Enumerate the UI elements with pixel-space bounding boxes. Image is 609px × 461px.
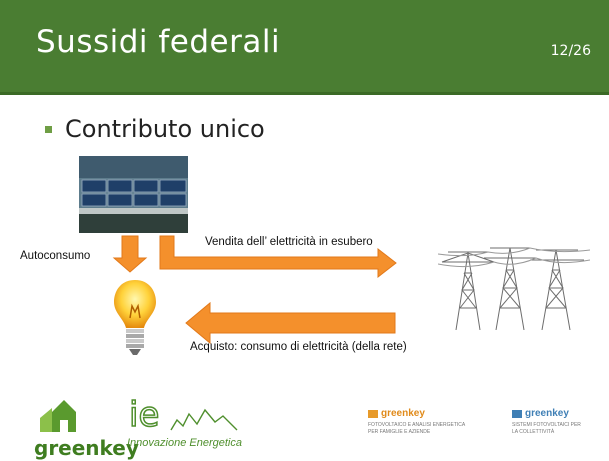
innovazione-energetica-logo: ie Innovazione Energetica bbox=[127, 394, 247, 452]
bullet-square-icon bbox=[45, 125, 52, 133]
slide-title: Sussidi federali bbox=[36, 24, 281, 60]
light-bulb-icon bbox=[112, 278, 158, 358]
greenkey-small-1-name: greenkey bbox=[381, 408, 425, 419]
greenkey-logo: greenkey bbox=[34, 394, 139, 458]
label-autoconsumo: Autoconsumo bbox=[20, 250, 91, 262]
bullet-item: Contributo unico bbox=[45, 115, 265, 143]
label-vendita: Vendita dell’ elettricità in esubero bbox=[205, 236, 373, 248]
greenkey-small-1-tagline: FOTOVOLTAICO E ANALISI ENERGETICA PER FA… bbox=[368, 422, 465, 435]
vendita-arrow bbox=[159, 235, 397, 279]
label-acquisto: Acquisto: consumo di elettricità (della … bbox=[190, 341, 407, 353]
bullet-text: Contributo unico bbox=[65, 115, 265, 143]
greenkey-small-2-name: greenkey bbox=[525, 408, 569, 419]
slide-number: 12/26 bbox=[550, 43, 591, 59]
innovazione-brand-text: Innovazione Energetica bbox=[127, 437, 242, 449]
svg-text:ie: ie bbox=[129, 396, 159, 434]
greenkey-house-icon bbox=[512, 409, 522, 418]
solar-panel-image bbox=[79, 156, 188, 233]
acquisto-arrow bbox=[185, 301, 396, 345]
power-pylons-icon bbox=[437, 228, 591, 331]
autoconsumo-arrow bbox=[112, 235, 148, 273]
slide-header: Sussidi federali 12/26 bbox=[0, 0, 609, 95]
greenkey-brand-text: greenkey bbox=[34, 436, 139, 460]
greenkey-house-icon bbox=[368, 409, 378, 418]
greenkey-small-logo-2: greenkey SISTEMI FOTOVOLTAICI PER LA COL… bbox=[512, 408, 592, 448]
greenkey-small-2-tagline: SISTEMI FOTOVOLTAICI PER LA COLLETTIVITÀ bbox=[512, 422, 581, 435]
greenkey-small-logo-1: greenkey FOTOVOLTAICO E ANALISI ENERGETI… bbox=[368, 408, 488, 448]
